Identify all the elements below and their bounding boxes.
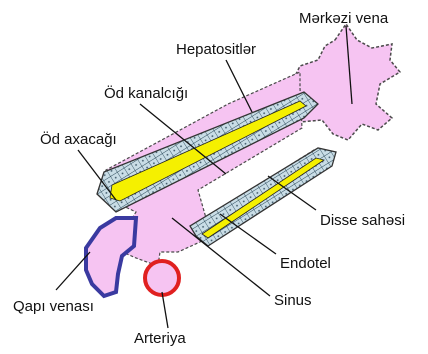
pointer-artery (162, 292, 168, 328)
central-vein-shape (292, 24, 400, 140)
portal-vein-shape (86, 218, 136, 296)
label-bile-canaliculus: Öd kanalcığı (104, 86, 188, 101)
label-portal-vein: Qapı venası (13, 299, 94, 314)
artery-shape (145, 261, 179, 295)
label-disse-space: Disse sahəsi (320, 213, 405, 228)
label-endothelium: Endotel (280, 256, 331, 271)
label-sinusoid: Sinus (274, 293, 312, 308)
label-bile-ductule: Öd axacağı (40, 132, 117, 147)
label-central-vein: Mərkəzi vena (299, 11, 388, 26)
label-hepatocytes: Hepatositlər (176, 42, 256, 57)
label-artery: Arteriya (134, 331, 186, 346)
